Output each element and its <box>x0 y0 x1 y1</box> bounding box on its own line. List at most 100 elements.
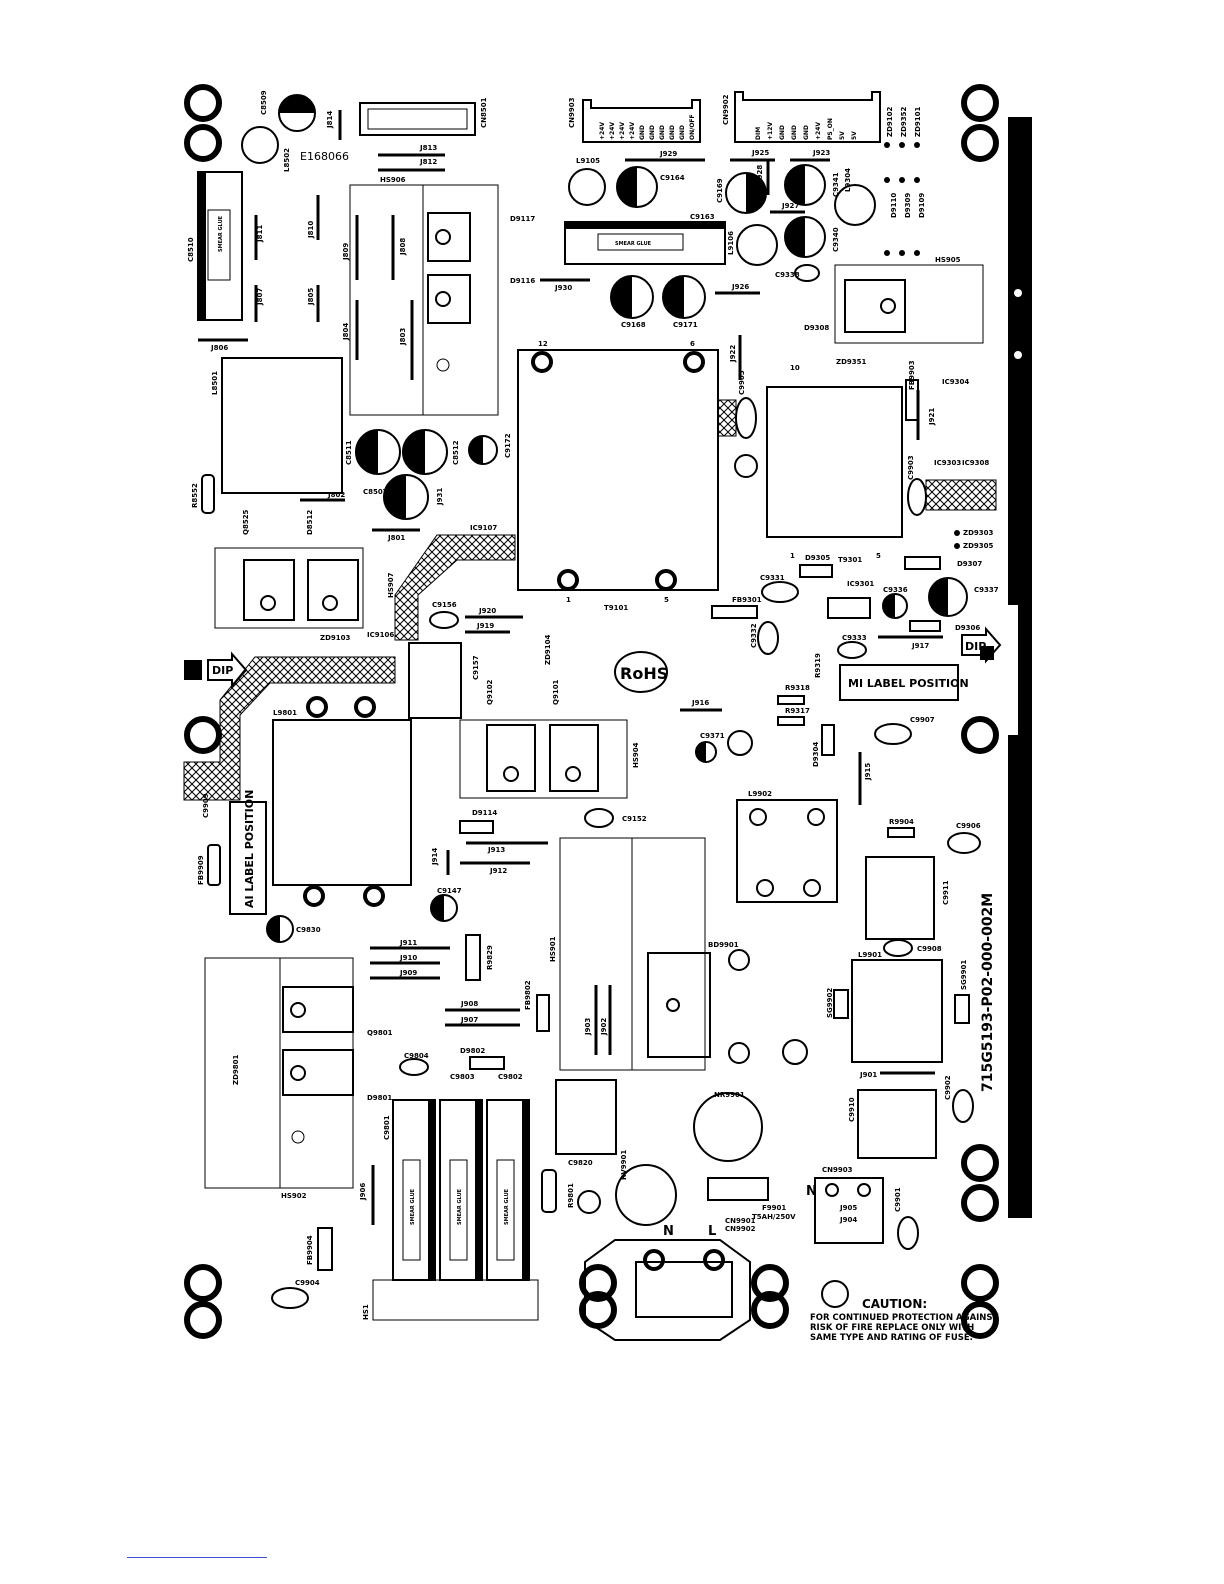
svg-text:10: 10 <box>790 364 800 372</box>
zd9352-label: ZD9352 <box>900 107 908 137</box>
dip-label-left: DIP <box>212 664 233 677</box>
connector-pin-label: +24V <box>629 122 636 140</box>
j909-label: J909 <box>399 969 417 977</box>
d9309-label: D9309 <box>904 193 912 218</box>
jumpers-lower-left: J911 J910 J909 R9829 FB9802 J908 J907 <box>370 934 550 1032</box>
j931-label: J931 <box>436 488 444 506</box>
j812-label: J812 <box>419 158 437 166</box>
connector-pin-label: GND <box>779 125 786 140</box>
mi-label-position: MI LABEL POSITION <box>848 677 969 690</box>
c9906-label: C9906 <box>956 822 981 830</box>
c9830-label: C9830 <box>296 926 321 934</box>
bd9901-label: BD9901 <box>708 941 739 949</box>
j928-label: J928 <box>756 165 764 183</box>
caution-line-2: RISK OF FIRE REPLACE ONLY WITH <box>810 1323 974 1333</box>
zd9303-label: ZD9303 <box>963 529 993 537</box>
c9903-label: C9903 <box>907 455 915 480</box>
connector-pin-label: GND <box>679 125 686 140</box>
r9801-label: R9801 <box>567 1183 575 1208</box>
j930-label: J930 <box>554 284 572 292</box>
mounting-hole <box>961 1301 999 1339</box>
ul-mark: E168066 <box>300 150 349 163</box>
hs907-label: HS907 <box>387 572 395 598</box>
mounting-holes <box>184 84 999 1339</box>
c9371-label: C9371 <box>700 732 725 740</box>
smear-glue-label: SMEAR GLUE <box>410 1188 416 1225</box>
t9301-label: T9301 <box>838 556 862 564</box>
mounting-hole <box>961 1144 999 1182</box>
j903-label: J903 <box>584 1018 592 1036</box>
d9110-label: D9110 <box>890 193 898 218</box>
zd9801-label: ZD9801 <box>232 1055 240 1085</box>
l9902-label: L9902 <box>748 790 772 798</box>
d9305-label: D9305 <box>805 554 830 562</box>
j804-label: J804 <box>342 323 350 341</box>
smear-glue-label: SMEAR GLUE <box>504 1188 510 1225</box>
j904-label: J904 <box>839 1216 857 1224</box>
j803-label: J803 <box>399 328 407 346</box>
connector-pin-label: GND <box>803 125 810 140</box>
hs901-label: HS901 <box>549 936 557 962</box>
l9901-label: L9901 <box>858 951 882 959</box>
c9910-label: C9910 <box>848 1097 856 1122</box>
c9804-label: C9804 <box>404 1052 429 1060</box>
d9114-label: D9114 <box>472 809 497 817</box>
right-lower-components: L9902 R9904 C9906 C9911 C9908 L9901 SG99… <box>736 790 981 1159</box>
hs1-label: HS1 <box>362 1304 370 1320</box>
r8552-label: R8552 <box>191 483 199 508</box>
c9156-label: C9156 <box>432 601 457 609</box>
d8512-label: D8512 <box>306 510 314 535</box>
smear-glue-label: SMEAR GLUE <box>457 1188 463 1225</box>
c9152-label: C9152 <box>622 815 647 823</box>
zd9103-label: ZD9103 <box>320 634 350 642</box>
q9101-label: Q9101 <box>552 679 560 705</box>
smear-glue-label: SMEAR GLUE <box>218 215 224 252</box>
d9801-label: D9801 <box>367 1094 392 1102</box>
j805-label: J805 <box>307 288 315 306</box>
dip-label-right: DIP <box>965 640 986 653</box>
j929-label: J929 <box>659 150 677 158</box>
f9901-label: F9901 <box>762 1204 786 1212</box>
ic9301-label: IC9301 <box>847 580 874 588</box>
transformer-t9301: C9905 10 1 5 C9903 IC9303 IC9308 ZD9303 … <box>717 364 997 570</box>
j910-label: J910 <box>399 954 417 962</box>
connector-pin-label: GND <box>649 125 656 140</box>
j802-label: J802 <box>327 491 345 499</box>
c9338-label: C9338 <box>775 271 800 279</box>
j807-label: J807 <box>256 288 264 306</box>
c9337-label: C9337 <box>974 586 999 594</box>
j926-label: J926 <box>731 283 749 291</box>
zd9104-label: ZD9104 <box>544 635 552 665</box>
mounting-hole <box>961 84 999 122</box>
connector-pin-label: +24V <box>609 122 616 140</box>
ic9304-label: IC9304 <box>942 378 969 386</box>
ic9106-label: IC9106 <box>367 631 394 639</box>
hs904-label: HS904 <box>632 742 640 768</box>
c9802-label: C9802 <box>498 1073 523 1081</box>
c9909-label: C9909 <box>202 793 210 818</box>
j906-label: J906 <box>359 1183 367 1201</box>
nr9901-label: NR9901 <box>714 1091 745 1099</box>
connector-pin-label: +24V <box>619 122 626 140</box>
d9116-label: D9116 <box>510 277 535 285</box>
ic9308-label: IC9308 <box>962 459 989 467</box>
j809-label: J809 <box>342 243 350 261</box>
r9317-label: R9317 <box>785 707 810 715</box>
middle-right-components: D9305 T9301 C9331 IC9301 C9336 C9337 D93… <box>680 554 999 805</box>
l8502-label: L8502 <box>283 148 291 172</box>
sg9901-label: SG9901 <box>960 960 968 990</box>
ic9303-label: IC9303 <box>934 459 961 467</box>
connector-pin-label: 5V <box>839 131 846 140</box>
c9904-label: C9904 <box>295 1279 320 1287</box>
cn9903-label: CN9903 <box>568 97 576 128</box>
r9829-label: R9829 <box>486 945 494 970</box>
fb9802-label: FB9802 <box>524 980 532 1010</box>
l9106-label: L9106 <box>727 231 735 255</box>
hs905-label: HS905 <box>935 256 961 264</box>
svg-text:5: 5 <box>664 596 669 604</box>
l9801-label: L9801 <box>273 709 297 717</box>
c9820-label: C9820 <box>568 1159 593 1167</box>
c9901-label: C9901 <box>894 1187 902 1212</box>
cn9902b-label: CN9902 <box>725 1225 756 1233</box>
r9904-label: R9904 <box>889 818 914 826</box>
